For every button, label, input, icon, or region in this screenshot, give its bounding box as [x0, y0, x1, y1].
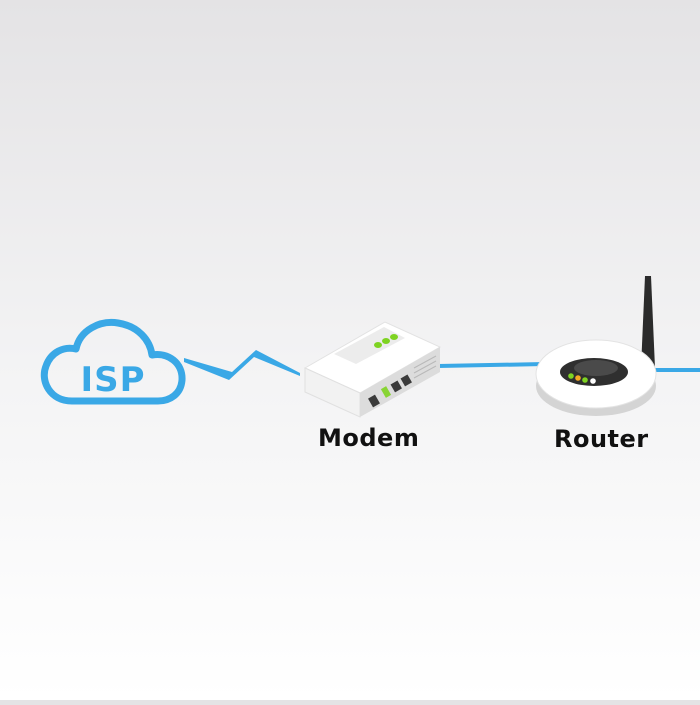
router-antenna — [641, 276, 655, 368]
router-icon — [535, 276, 657, 416]
modem-icon — [303, 321, 442, 418]
isp-cloud-icon: ISP — [40, 318, 186, 405]
isp-label: ISP — [80, 360, 145, 400]
modem-label: Modem — [318, 424, 420, 452]
wireless-signal-icon — [184, 350, 300, 380]
link-modem-router — [436, 362, 547, 368]
router-label: Router — [554, 425, 649, 453]
